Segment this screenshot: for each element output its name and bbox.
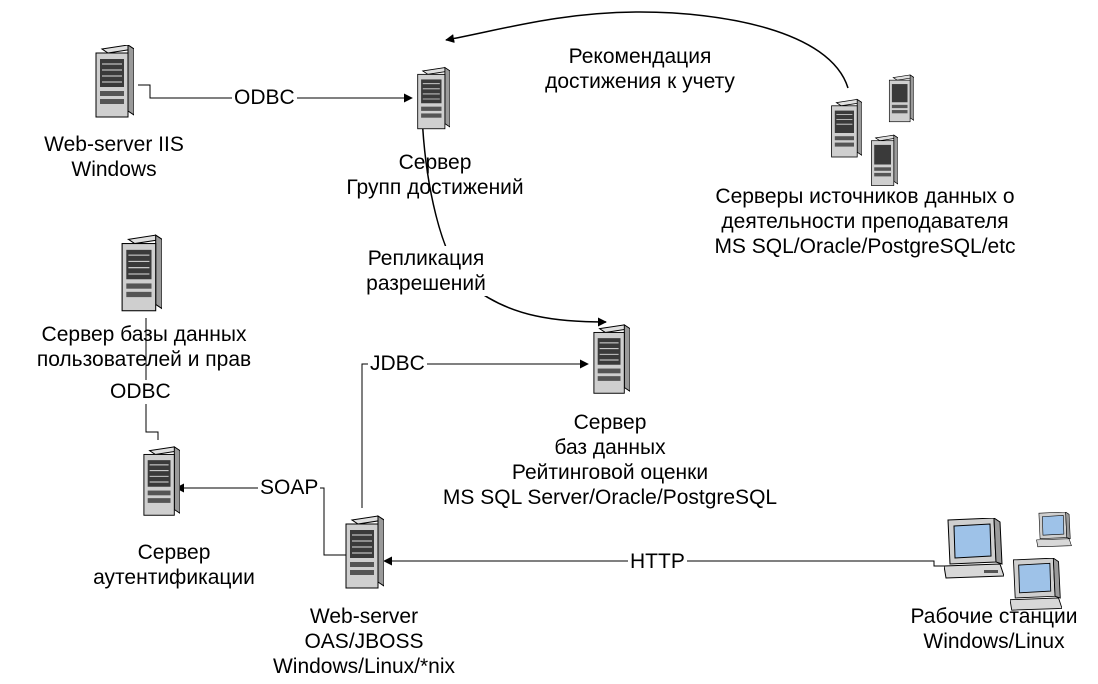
recommendation-line-1: Рекомендация <box>568 45 712 68</box>
web-server-line-1: Web-server <box>309 605 419 628</box>
odbc-users-line <box>145 318 159 440</box>
replication-line-1: Репликация <box>367 247 485 270</box>
source-server-icon <box>831 98 862 158</box>
web-server-line-3: Windows/Linux/*nix <box>272 655 456 678</box>
source-servers-label: Серверы источников данных о деятельности… <box>670 184 1060 259</box>
rating-db-line-3: Рейтинговой оценки <box>511 461 709 484</box>
soap-link-line <box>175 483 325 508</box>
workstations-label: Рабочие станции Windows/Linux <box>890 604 1098 654</box>
workstations-line-1: Рабочие станции <box>910 605 1078 628</box>
auth-server-label: Сервер аутентификации <box>74 540 274 590</box>
web-iis-server-icon <box>95 45 134 118</box>
http-label: HTTP <box>628 550 687 574</box>
rating-db-server-icon <box>593 323 630 394</box>
odbc-top-label: ODBC <box>232 86 297 110</box>
replication-line-2: разрешений <box>366 272 486 295</box>
group-server-label: Сервер Групп достижений <box>320 150 550 200</box>
auth-server-icon <box>143 445 180 516</box>
recommendation-label: Рекомендация достижения к учету <box>520 44 760 94</box>
workstation-small-icon <box>1036 512 1072 548</box>
rating-db-line-2: баз данных <box>554 436 666 459</box>
web-server-label: Web-server OAS/JBOSS Windows/Linux/*nix <box>234 604 494 679</box>
source-servers-line-3: MS SQL/Oracle/PostgreSQL/etc <box>714 235 1016 258</box>
group-server-line-1: Сервер <box>398 151 472 174</box>
source-server-mid-icon <box>871 134 898 186</box>
rating-db-line-1: Сервер <box>573 411 647 434</box>
source-servers-line-1: Серверы источников данных о <box>715 185 1015 208</box>
auth-server-line-2: аутентификации <box>93 566 255 589</box>
web-server-line-2: OAS/JBOSS <box>304 630 424 653</box>
replication-label: Репликация разрешений <box>346 246 506 296</box>
recommendation-line-2: достижения к учету <box>545 70 735 93</box>
workstations-line-2: Windows/Linux <box>923 630 1065 653</box>
rating-db-label: Сервер баз данных Рейтинговой оценки MS … <box>390 410 830 510</box>
users-db-line-1: Сервер базы данных <box>41 323 247 346</box>
group-server-icon <box>417 66 450 130</box>
source-servers-line-2: деятельности преподавателя <box>721 210 1009 233</box>
web-server-icon <box>345 515 384 589</box>
odbc-left-label: ODBC <box>108 380 173 404</box>
users-db-server-icon <box>121 234 162 312</box>
soap-label: SOAP <box>258 476 321 500</box>
users-db-line-2: пользователей и прав <box>36 348 252 371</box>
web-iis-line-1: Web-server IIS <box>44 133 184 156</box>
rating-db-line-4: MS SQL Server/Oracle/PostgreSQL <box>442 486 778 509</box>
jdbc-label: JDBC <box>368 352 427 376</box>
auth-server-line-1: Сервер <box>137 541 211 564</box>
workstation-main-icon <box>944 518 1004 579</box>
workstation-mid-icon <box>1010 558 1062 611</box>
web-iis-line-2: Windows <box>71 158 157 181</box>
jdbc-link-line <box>361 359 589 508</box>
recommendation-arrow <box>445 11 849 89</box>
source-server-small-icon <box>888 74 914 123</box>
web-iis-label: Web-server IIS Windows <box>24 132 204 182</box>
users-db-label: Сервер базы данных пользователей и прав <box>4 322 284 372</box>
group-server-line-2: Групп достижений <box>346 176 524 199</box>
